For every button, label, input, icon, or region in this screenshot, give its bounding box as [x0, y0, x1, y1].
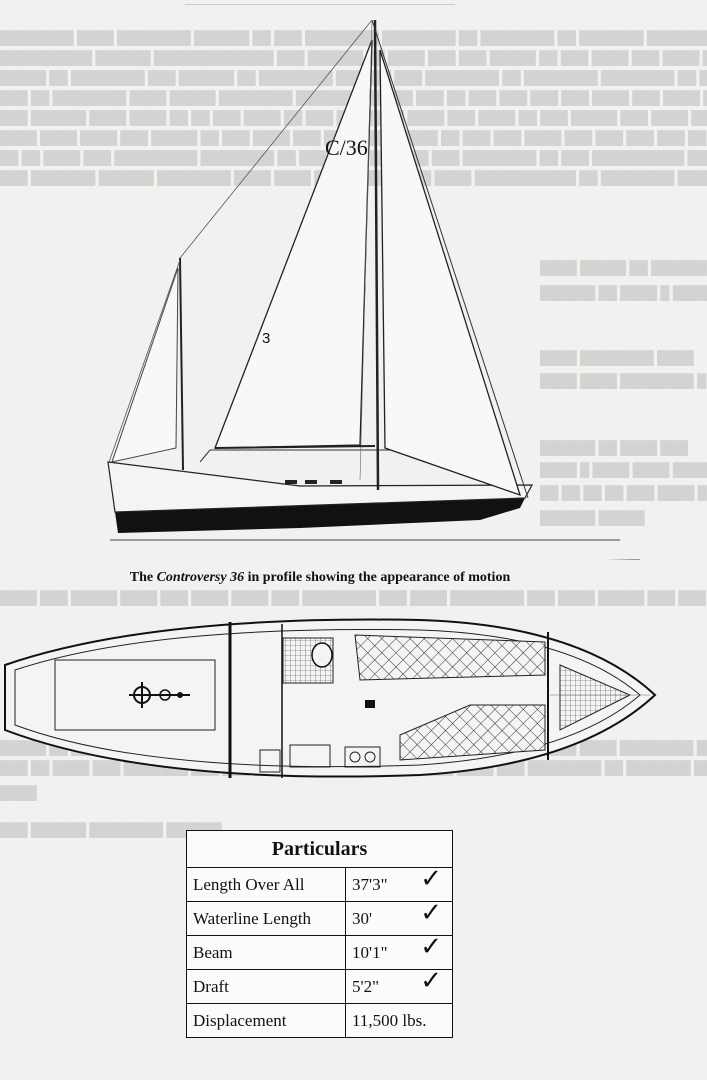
row-value: 5'2" — [352, 976, 380, 996]
row-label: Length Over All — [186, 867, 346, 902]
main-mast — [373, 19, 380, 491]
hull-bottom — [115, 498, 525, 533]
row-label: Draft — [186, 969, 346, 1004]
row-value: 30' — [352, 908, 373, 928]
row-value: 11,500 lbs. — [352, 1010, 427, 1030]
sail-number: C/36 — [325, 135, 368, 160]
table-row: Displacement 11,500 lbs. — [186, 1003, 453, 1038]
mizzen-sail — [111, 267, 179, 463]
row-value: 37'3" — [352, 874, 388, 894]
table-row: Beam 10'1" ✓ — [186, 932, 453, 970]
checkmark-icon: ✓ — [420, 898, 442, 928]
row-label: Beam — [186, 935, 346, 970]
sailboat-profile-drawing: C/36 3 — [107, 19, 640, 560]
faded-heading-rule — [185, 0, 455, 5]
row-value: 10'1" — [352, 942, 388, 962]
table-row: Length Over All 37'3" ✓ — [186, 864, 453, 902]
checkmark-icon: ✓ — [420, 864, 442, 894]
particulars-table: Particulars Length Over All 37'3" ✓ Water… — [186, 830, 453, 1038]
jib-sail — [379, 49, 522, 497]
row-label: Waterline Length — [186, 901, 346, 936]
checkmark-icon: ✓ — [420, 966, 442, 996]
figure-caption: The Controversy 36 in profile showing th… — [129, 570, 511, 585]
table-row: Draft 5'2" ✓ — [186, 966, 453, 1004]
particulars-heading: Particulars — [186, 830, 453, 868]
deck-plan-drawing — [4, 618, 657, 778]
sail-mark: 3 — [262, 330, 270, 347]
table-row: Waterline Length 30' ✓ — [186, 898, 453, 936]
hull-topsides — [107, 461, 534, 513]
checkmark-icon: ✓ — [420, 932, 442, 962]
boat-name: Controversy 36 — [156, 570, 245, 585]
mainsail — [214, 39, 373, 449]
row-label: Displacement — [186, 1003, 346, 1038]
mizzen-mast — [179, 257, 184, 471]
